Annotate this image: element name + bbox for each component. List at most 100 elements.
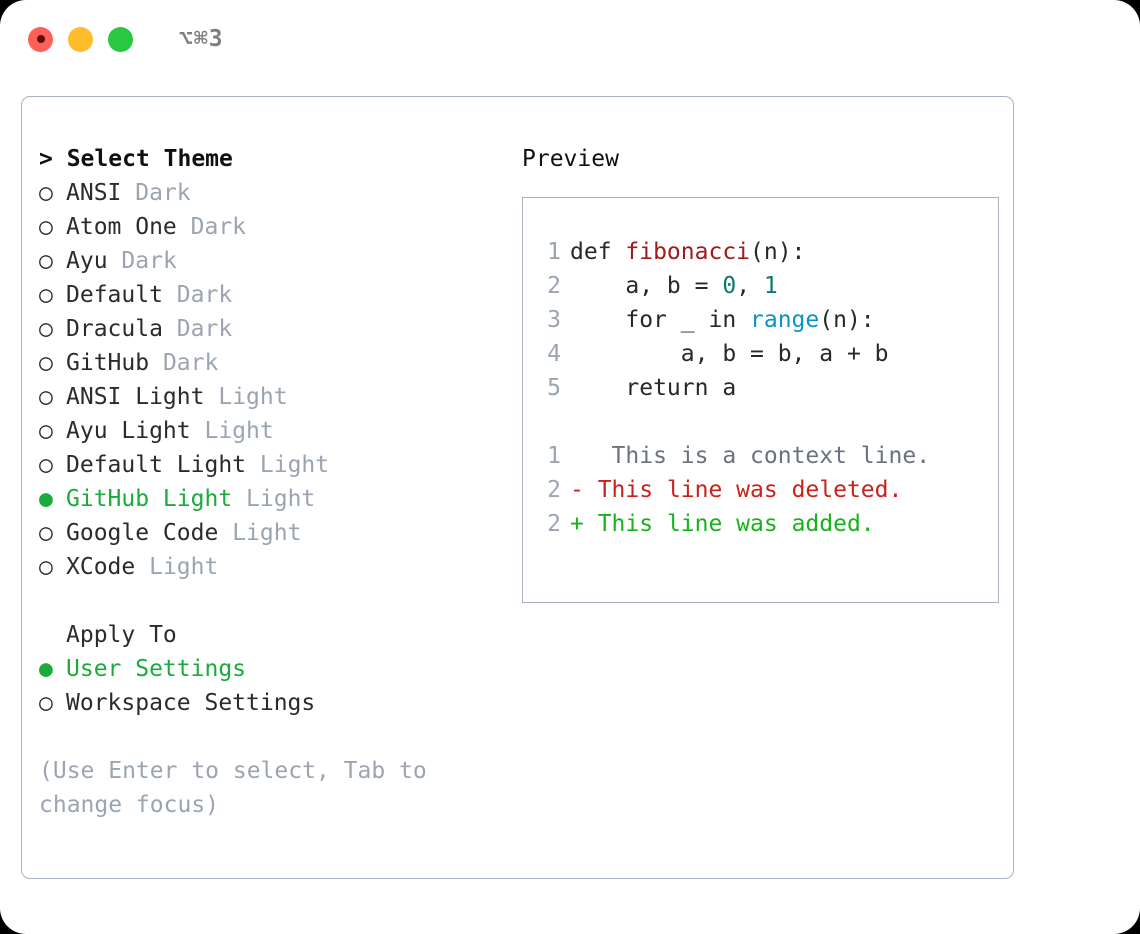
theme-variant-badge: Dark bbox=[176, 316, 233, 342]
theme-list-item[interactable]: ○Google Code Light bbox=[39, 516, 504, 550]
theme-list-item[interactable]: ○ GitHub Dark bbox=[39, 346, 504, 380]
theme-picker-column: > Select Theme ○ANSI Dark○Atom One Dark○… bbox=[39, 142, 504, 878]
line-number: 1 bbox=[547, 443, 561, 469]
theme-variant-badge: Dark bbox=[190, 214, 247, 240]
spacer bbox=[39, 584, 504, 618]
diff-text-add: + This line was added. bbox=[561, 507, 875, 541]
theme-list-item[interactable]: ○Ayu Dark bbox=[39, 244, 504, 278]
apply-to-header: Apply To bbox=[66, 622, 177, 648]
theme-name-label: Atom One bbox=[66, 214, 177, 240]
diff-body: This is a context line. bbox=[583, 443, 931, 469]
preview-title: Preview bbox=[522, 146, 619, 172]
theme-name-label: ANSI Light bbox=[66, 384, 205, 410]
diff-marker: - bbox=[570, 477, 584, 503]
code-text: return a bbox=[561, 371, 736, 405]
line-number: 4 bbox=[547, 341, 561, 367]
theme-list-item[interactable]: ○Ayu Light Light bbox=[39, 414, 504, 448]
diff-text-ctx: This is a context line. bbox=[561, 439, 931, 473]
line-number: 2 bbox=[547, 273, 561, 299]
radio-unselected-icon: ○ bbox=[39, 384, 53, 410]
diff-text-del: - This line was deleted. bbox=[561, 473, 902, 507]
theme-name-label: Google Code bbox=[66, 520, 219, 546]
code-token-plain: def bbox=[570, 239, 626, 265]
line-number: 2 bbox=[547, 477, 561, 503]
main-panel: > Select Theme ○ANSI Dark○Atom One Dark○… bbox=[21, 96, 1014, 879]
theme-list-item[interactable]: ● GitHub Light Light bbox=[39, 482, 504, 516]
code-line: 3 for _ in range(n): bbox=[523, 303, 998, 337]
theme-variant-badge: Dark bbox=[176, 282, 233, 308]
radio-unselected-icon: ○ bbox=[39, 316, 53, 342]
window-controls bbox=[28, 26, 133, 52]
radio-unselected-icon: ○ bbox=[39, 282, 53, 308]
theme-name-label: ANSI bbox=[66, 180, 122, 206]
close-button[interactable] bbox=[28, 26, 53, 52]
theme-name-label: XCode bbox=[66, 554, 136, 580]
code-token-num: 0 bbox=[722, 273, 737, 299]
theme-variant-badge: Light bbox=[232, 520, 302, 546]
code-text: for _ in range(n): bbox=[561, 303, 875, 337]
line-number: 1 bbox=[547, 239, 561, 265]
radio-selected-icon: ● bbox=[39, 486, 53, 512]
theme-list-item[interactable]: ○ Dracula Dark bbox=[39, 312, 504, 346]
zoom-button[interactable] bbox=[108, 26, 133, 52]
theme-list-item[interactable]: ○ANSI Dark bbox=[39, 176, 504, 210]
theme-list: ○ANSI Dark○Atom One Dark○Ayu Dark○Defaul… bbox=[39, 176, 504, 584]
record-dot-icon bbox=[36, 35, 45, 43]
line-number: 3 bbox=[547, 307, 561, 333]
diff-line: 1 This is a context line. bbox=[523, 439, 998, 473]
code-text: a, b = 0, 1 bbox=[561, 269, 778, 303]
theme-name-label: GitHub Light bbox=[66, 486, 233, 512]
keyboard-hint-text: (Use Enter to select, Tab to change focu… bbox=[39, 758, 427, 818]
diff-line: 2+ This line was added. bbox=[523, 507, 998, 541]
code-text: def fibonacci(n): bbox=[561, 235, 805, 269]
line-number: 2 bbox=[547, 511, 561, 537]
apply-to-label: Workspace Settings bbox=[66, 690, 316, 716]
theme-list-item[interactable]: ○ Atom One Dark bbox=[39, 210, 504, 244]
theme-name-label: Default bbox=[66, 282, 163, 308]
theme-variant-badge: Dark bbox=[162, 350, 219, 376]
theme-name-label: Default Light bbox=[66, 452, 247, 478]
line-number: 5 bbox=[547, 375, 561, 401]
radio-unselected-icon: ○ bbox=[39, 350, 53, 376]
keyboard-shortcut-label: ⌥⌘3 bbox=[179, 26, 224, 52]
code-token-plain: , bbox=[736, 273, 764, 299]
diff-marker: + bbox=[570, 511, 584, 537]
theme-list-item[interactable]: ○ Default Dark bbox=[39, 278, 504, 312]
code-token-plain: (n): bbox=[819, 307, 875, 333]
theme-name-label: Ayu Light bbox=[66, 418, 191, 444]
code-token-builtin: range bbox=[750, 307, 820, 333]
diff-marker bbox=[570, 443, 584, 469]
title-bar: ⌥⌘3 bbox=[0, 0, 1140, 78]
theme-list-item[interactable]: ○ XCode Light bbox=[39, 550, 504, 584]
theme-variant-badge: Dark bbox=[135, 180, 191, 206]
code-token-plain: for _ in bbox=[570, 307, 751, 333]
apply-to-item[interactable]: ●User Settings bbox=[39, 652, 504, 686]
theme-name-label: Dracula bbox=[66, 316, 163, 342]
diff-line: 2- This line was deleted. bbox=[523, 473, 998, 507]
diff-body: This line was deleted. bbox=[583, 477, 903, 503]
theme-list-item[interactable]: ○ANSI Light Light bbox=[39, 380, 504, 414]
diff-body: This line was added. bbox=[583, 511, 875, 537]
radio-unselected-icon: ○ bbox=[39, 214, 53, 240]
apply-to-item[interactable]: ○ Workspace Settings bbox=[39, 686, 504, 720]
diff-block: 1 This is a context line.2- This line wa… bbox=[523, 439, 998, 541]
code-token-num: 1 bbox=[763, 273, 778, 299]
radio-unselected-icon: ○ bbox=[39, 554, 53, 580]
theme-variant-badge: Light bbox=[259, 452, 330, 478]
radio-unselected-icon: ○ bbox=[39, 248, 53, 274]
code-text: a, b = b, a + b bbox=[561, 337, 889, 371]
code-token-plain: return a bbox=[570, 375, 737, 401]
theme-name-label: GitHub bbox=[66, 350, 150, 376]
theme-variant-badge: Light bbox=[246, 486, 316, 512]
theme-list-item[interactable]: ○Default Light Light bbox=[39, 448, 504, 482]
radio-selected-icon: ● bbox=[39, 656, 53, 682]
apply-to-list: ●User Settings ○ Workspace Settings bbox=[39, 652, 504, 720]
radio-unselected-icon: ○ bbox=[39, 690, 53, 716]
radio-unselected-icon: ○ bbox=[39, 418, 53, 444]
minimize-button[interactable] bbox=[68, 26, 93, 52]
code-token-plain: a, b = bbox=[570, 273, 723, 299]
theme-variant-badge: Light bbox=[149, 554, 219, 580]
